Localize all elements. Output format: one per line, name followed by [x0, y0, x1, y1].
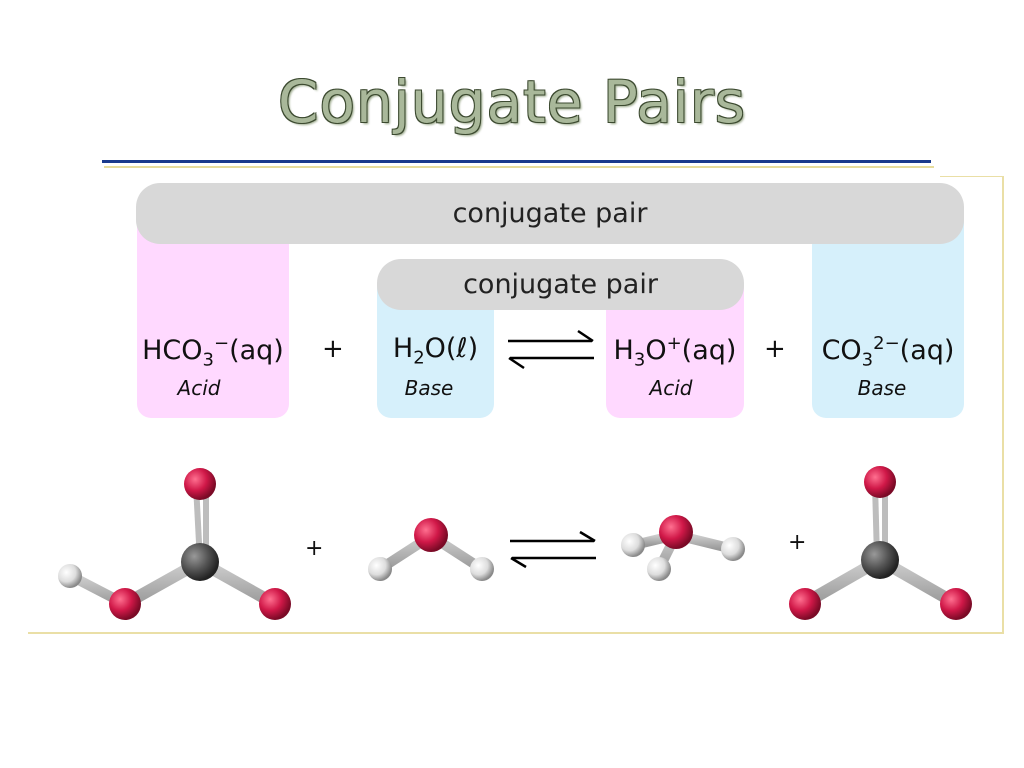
title-underline — [102, 160, 931, 163]
figure-frame-top — [940, 176, 1004, 177]
slide-title: Conjugate Pairs — [278, 68, 746, 136]
species-hydronium: H3O+(aq) — [613, 333, 737, 371]
role-label-base-1: Base — [404, 376, 454, 400]
inner-conjugate-pair-bar: conjugate pair — [377, 259, 744, 310]
water-molecule-model — [368, 518, 494, 581]
carbonate-molecule-model — [789, 466, 972, 620]
species-carbonate: CO32−(aq) — [821, 333, 955, 371]
role-label-acid-1: Acid — [177, 376, 221, 400]
plus-sign-1: + — [322, 334, 344, 364]
equilibrium-arrow-model-bottom — [510, 556, 596, 569]
bicarbonate-molecule-model — [58, 468, 291, 620]
figure-frame — [28, 176, 1004, 634]
plus-sign-2: + — [764, 334, 786, 364]
species-bicarbonate: HCO3−(aq) — [142, 333, 284, 371]
equilibrium-arrow-bottom — [508, 356, 594, 370]
outer-conjugate-pair-label: conjugate pair — [452, 198, 648, 229]
hydronium-molecule-model — [621, 515, 745, 581]
equilibrium-arrow-top — [508, 329, 594, 343]
outer-conjugate-pair-bar: conjugate pair — [136, 183, 964, 244]
role-label-acid-2: Acid — [649, 376, 693, 400]
inner-conjugate-pair-label: conjugate pair — [463, 269, 658, 300]
role-label-base-2: Base — [857, 376, 907, 400]
equilibrium-arrow-model-top — [510, 530, 596, 543]
title-underline-accent — [104, 166, 934, 168]
species-water: H2O(ℓ) — [392, 333, 479, 369]
plus-sign-3: + — [305, 536, 324, 561]
plus-sign-4: + — [788, 530, 807, 555]
